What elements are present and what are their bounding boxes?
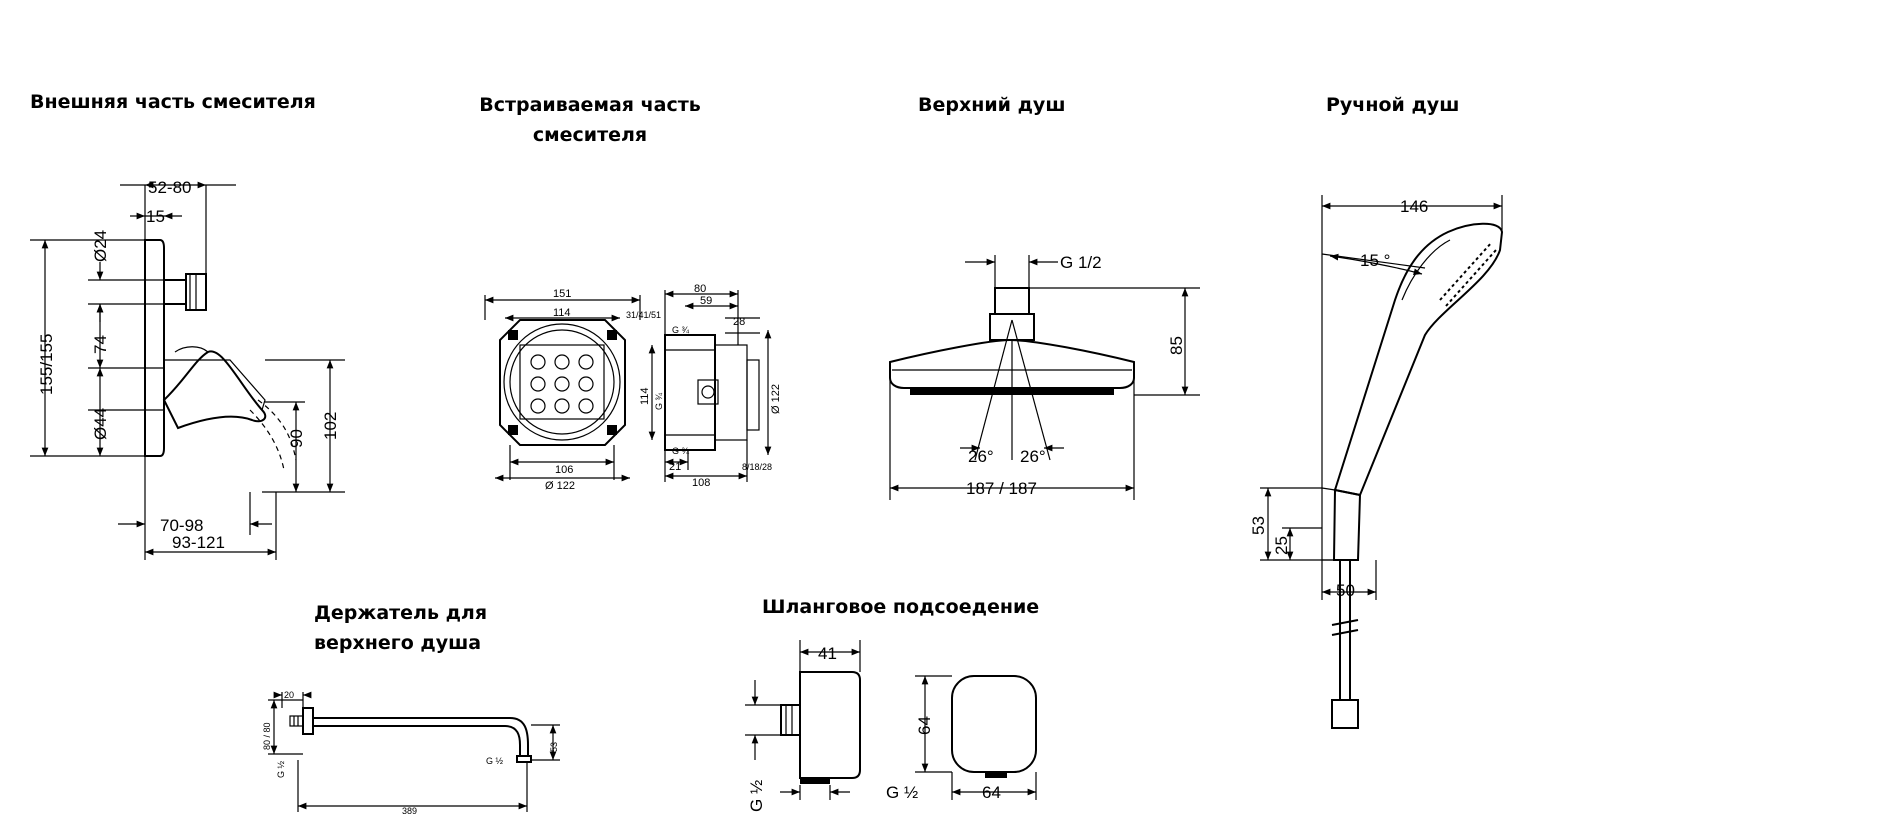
dim-106: 106 <box>555 464 573 476</box>
dim-53: 53 <box>1249 516 1268 535</box>
dim-155-155: 155/155 <box>37 334 56 395</box>
dim-28: 28 <box>733 316 745 328</box>
dim-holder-389: 389 <box>402 806 417 816</box>
dim-hose-64-h: 64 <box>982 783 1001 802</box>
dim-g34-bottom: G ¾ <box>672 446 690 456</box>
dim-hose-g12-h: G ½ <box>886 783 918 802</box>
title-overhead-shower: Верхний душ <box>918 94 1066 116</box>
dim-hose-41: 41 <box>818 644 837 663</box>
mixer-outer-drawing: 52-80 15 155/155 Ø24 74 Ø44 90 102 <box>30 178 345 560</box>
dim-151: 151 <box>553 288 571 300</box>
dim-holder-g12-left: G ½ <box>276 760 286 778</box>
dim-d44: Ø44 <box>91 408 110 440</box>
dim-hose-64-v: 64 <box>915 716 934 735</box>
holder-drawing: 20 80 / 80 G ½ G ½ 53 389 <box>262 690 560 816</box>
dim-15: 15 <box>146 207 165 226</box>
dim-187: 187 / 187 <box>966 479 1037 498</box>
dim-59: 59 <box>700 295 712 307</box>
dim-102: 102 <box>321 412 340 440</box>
dim-25: 25 <box>1272 536 1291 555</box>
hand-shower-drawing: 146 15 ° 53 25 50 <box>1249 195 1504 729</box>
dim-holder-53: 53 <box>549 742 559 752</box>
dim-114: 114 <box>553 307 571 319</box>
dim-d122: Ø 122 <box>545 480 575 492</box>
hose-connection-drawing: 41 G ½ G ½ 64 64 <box>745 640 1037 812</box>
dim-g12: G 1/2 <box>1060 253 1102 272</box>
title-holder-line2: верхнего душа <box>314 632 482 654</box>
title-hand-shower: Ручной душ <box>1326 94 1460 116</box>
title-holder: Держатель для верхнего душа <box>314 598 487 658</box>
dim-31-41-51: 31/41/51 <box>626 310 661 320</box>
dim-holder-20: 20 <box>284 690 294 700</box>
mixer-inner-drawing: 151 114 106 Ø 122 80 59 31/41/51 G ¾ 28 … <box>484 283 782 492</box>
dim-85: 85 <box>1167 336 1186 355</box>
dim-114-v: 114 <box>639 387 651 405</box>
dim-146: 146 <box>1400 197 1428 216</box>
dim-21: 21 <box>669 461 681 473</box>
hand-shower-nozzles <box>1439 241 1497 307</box>
dim-70-98: 70-98 <box>160 516 203 535</box>
title-hose-connection: Шланговое подсоедение <box>762 596 1040 618</box>
dim-26-left: 26° <box>968 447 994 466</box>
dim-50: 50 <box>1336 581 1355 600</box>
dim-d122-v: Ø 122 <box>770 384 782 414</box>
title-mixer-inner-line2: смесителя <box>532 124 648 146</box>
dim-90: 90 <box>287 429 306 448</box>
dim-d24: Ø24 <box>91 230 110 262</box>
dim-15-deg: 15 ° <box>1360 251 1390 270</box>
title-mixer-inner-line1: Встраиваемая часть <box>479 94 701 116</box>
dim-26-right: 26° <box>1020 447 1046 466</box>
dim-hose-g12-v: G ½ <box>747 780 766 812</box>
dim-108: 108 <box>692 477 710 489</box>
dim-52-80: 52-80 <box>148 178 191 197</box>
dim-g34-top: G ¾ <box>672 325 690 335</box>
mixer-inner-holes <box>530 354 594 414</box>
dim-74: 74 <box>91 335 110 354</box>
overhead-shower-drawing: 26° 26° G 1/2 85 187 / 187 <box>889 253 1200 500</box>
dim-8-18-28: 8/18/28 <box>742 462 772 472</box>
dim-holder-g12-right: G ½ <box>486 756 504 766</box>
title-mixer-inner: Встраиваемая часть смесителя <box>470 90 710 150</box>
dim-holder-80: 80 / 80 <box>262 722 272 750</box>
title-mixer-outer: Внешняя часть смесителя <box>30 91 316 113</box>
dim-93-121: 93-121 <box>172 533 225 552</box>
dim-g34-mid: G ¾ <box>654 392 664 410</box>
dim-80: 80 <box>694 283 706 295</box>
title-holder-line1: Держатель для <box>314 602 488 624</box>
